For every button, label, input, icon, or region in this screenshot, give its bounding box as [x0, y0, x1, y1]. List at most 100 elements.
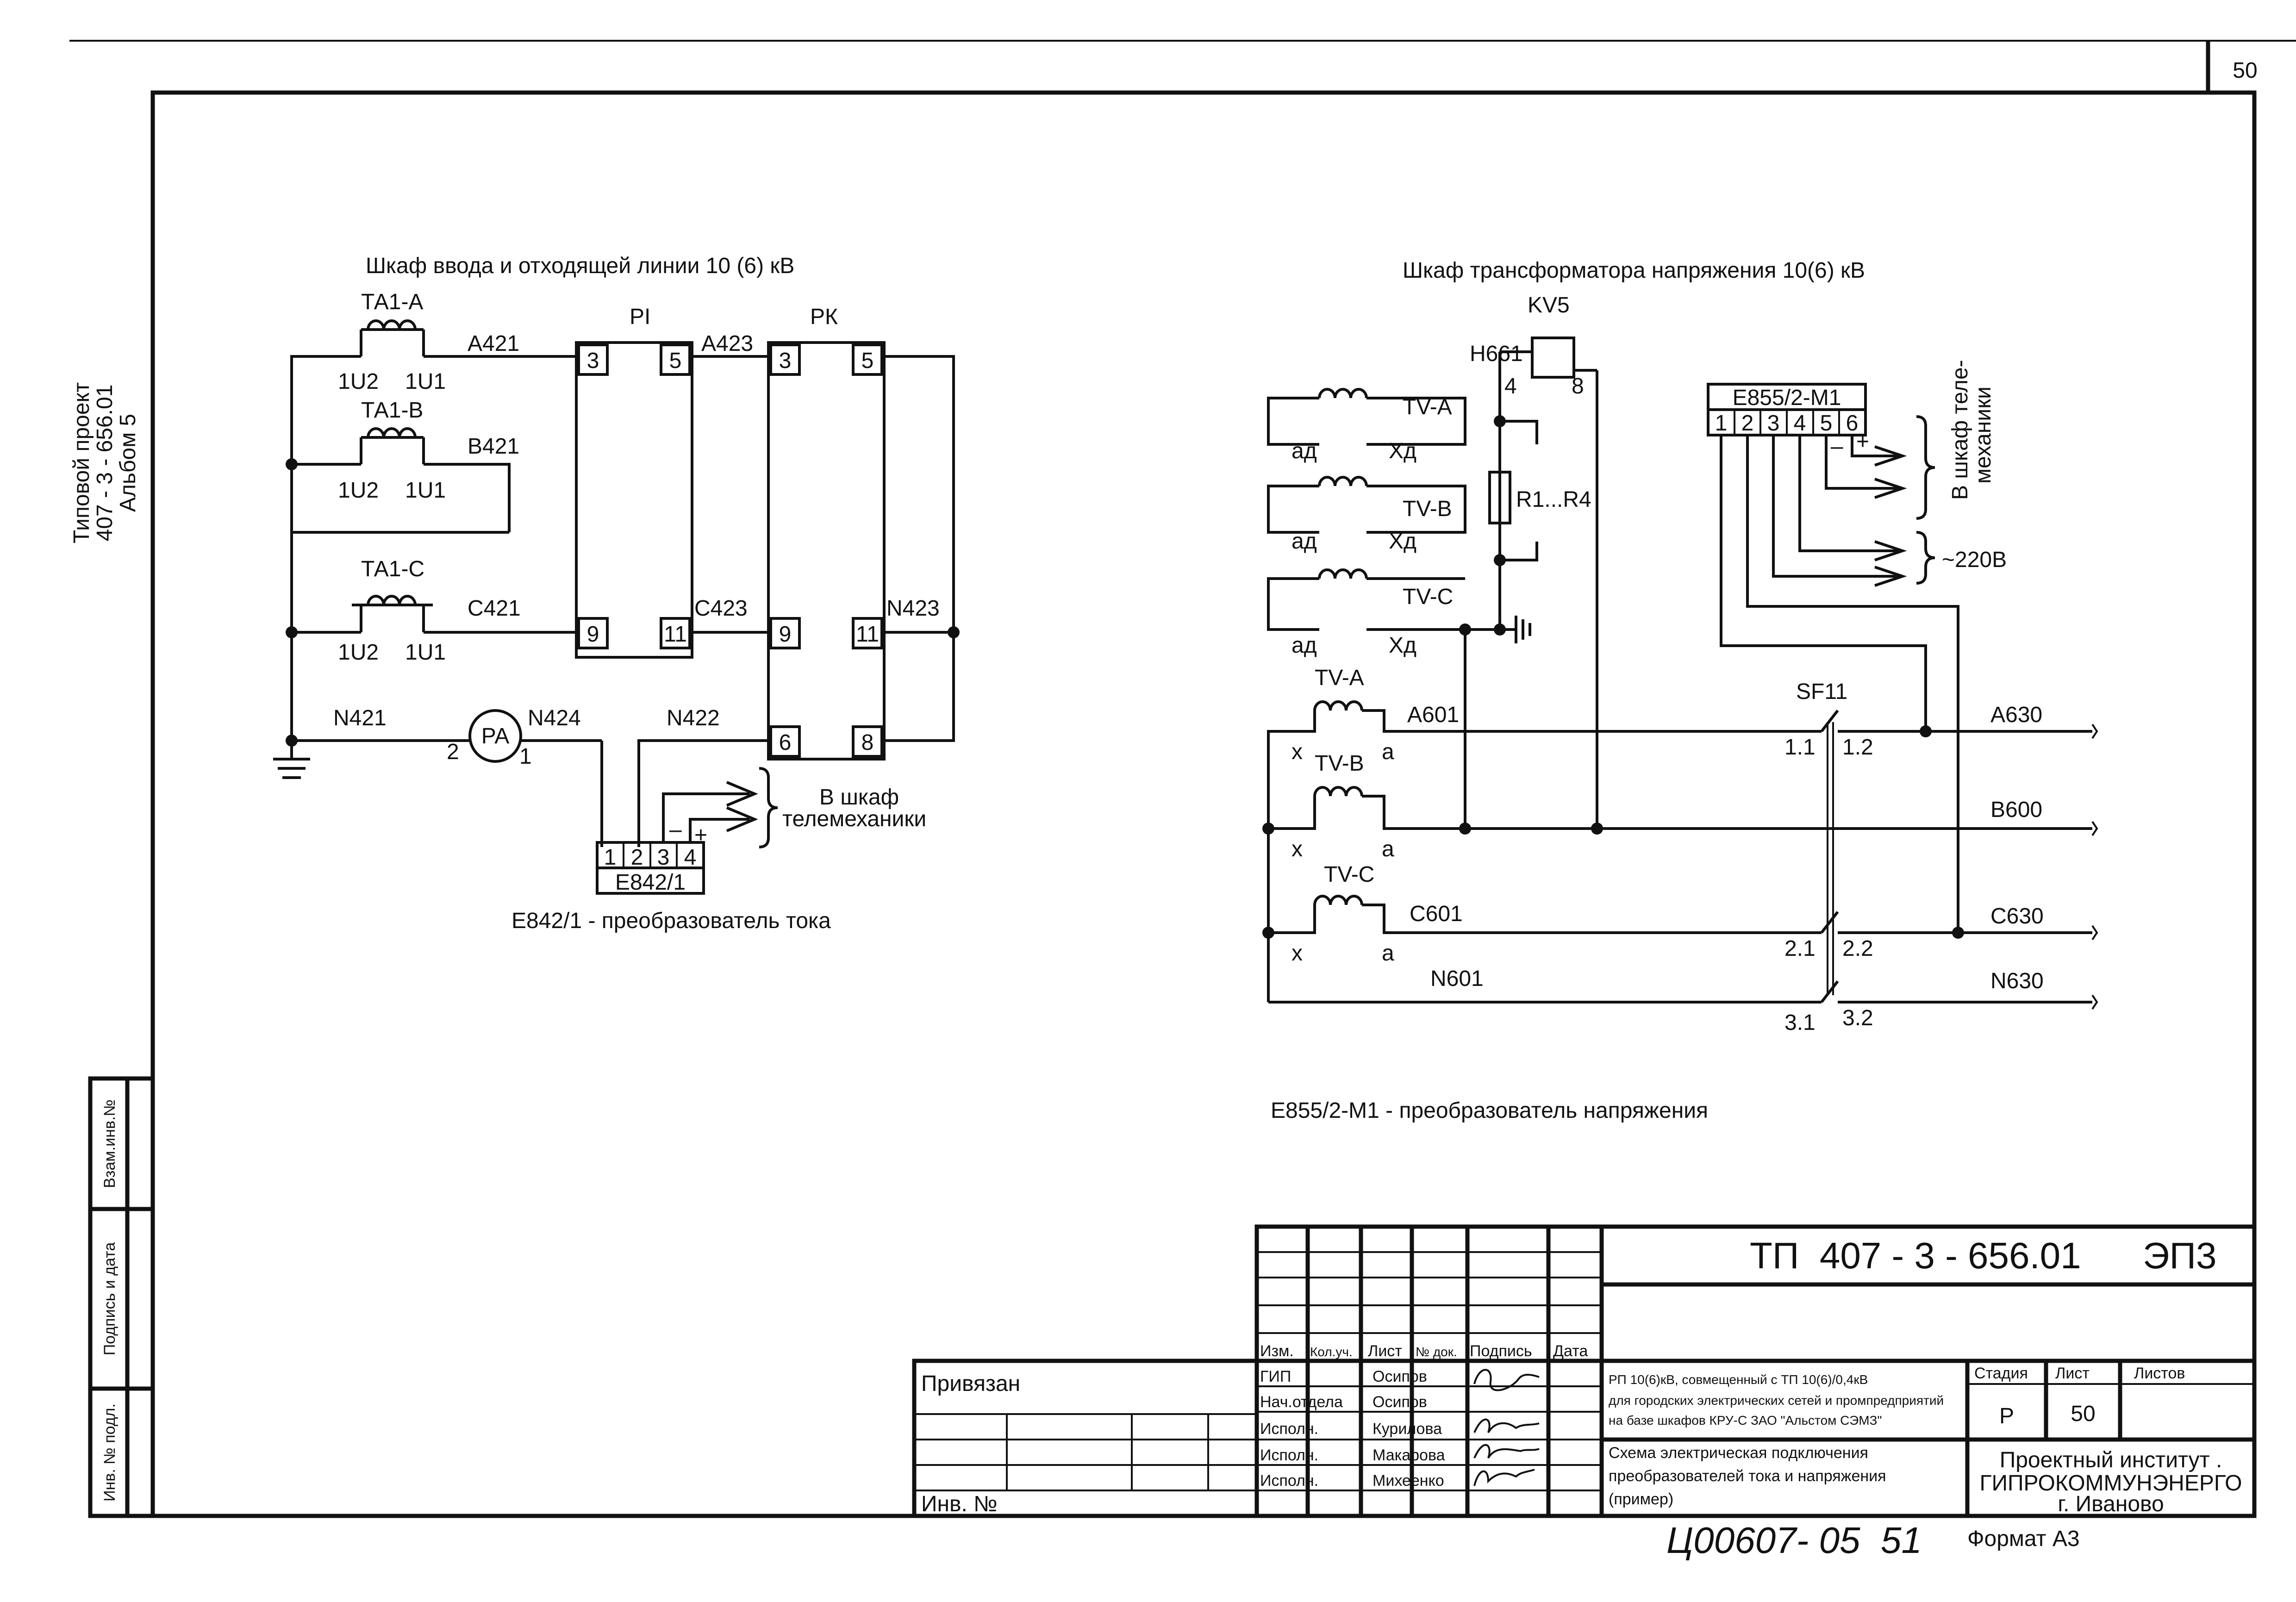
pk-terminal-8: 8 [861, 730, 874, 755]
org-line2: ГИПРОКОММУНЭНЕРГО [1980, 1471, 2242, 1496]
wire-a421: А421 [468, 331, 519, 356]
line-ends [2091, 723, 2098, 1010]
wire-a630: А630 [1990, 703, 2042, 727]
listov-header: Листов [2134, 1365, 2185, 1382]
e855-plus: + [1856, 430, 1869, 454]
kv5-label: KV5 [1528, 293, 1570, 318]
format-label: Формат А3 [1967, 1527, 2080, 1551]
resistor-r1-r4: R1...R4 [1488, 471, 1591, 566]
pi-terminal-3: 3 [587, 349, 599, 373]
tv-b-ad: ад [1292, 529, 1317, 554]
sf11-3-2: 3.2 [1842, 1006, 1873, 1030]
e855-terminal-3: 3 [1767, 411, 1780, 436]
wire-n424: N424 [528, 706, 581, 730]
side-stamp-album: Альбом 5 [116, 414, 140, 512]
handwritten-note: Ц00607- 05 51 [1666, 1520, 1922, 1561]
pk-terminal-11: 11 [856, 622, 879, 647]
left-scheme-title: Шкаф ввода и отходящей линии 10 (6) кВ [366, 254, 794, 278]
pk-terminal-9: 9 [779, 622, 792, 647]
desc2-line3: (пример) [1609, 1490, 1673, 1508]
ct-ta1-a: ТА1-А [360, 290, 425, 356]
tv-b-label: TV-B [1403, 497, 1452, 521]
name-2: Осипов [1373, 1393, 1427, 1411]
wire-n422: N422 [667, 706, 720, 730]
inv-label: Инв. № подл. [101, 1403, 119, 1502]
role-ispoln-2: Исполн. [1260, 1446, 1318, 1464]
resistor-label: R1...R4 [1516, 487, 1591, 512]
e855-terminal-5: 5 [1820, 411, 1833, 436]
ammeter-pa [468, 709, 522, 763]
relay-kv5: Н661 4 8 [1470, 337, 1598, 833]
podpis-label: Подпись и дата [101, 1242, 119, 1356]
tv-c-a: а [1382, 941, 1394, 966]
tv-b-a: а [1382, 837, 1394, 861]
role-nach: Нач.отдела [1260, 1393, 1343, 1411]
desc2-line1: Схема электрическая подключения [1609, 1444, 1868, 1462]
e855-terminal-4: 4 [1794, 411, 1806, 436]
col-list: Лист [1368, 1342, 1402, 1360]
sf11-label: SF11 [1796, 679, 1847, 704]
desc1-line1: РП 10(6)кВ, совмещенный с ТП 10(6)/0,4кВ [1609, 1372, 1868, 1387]
name-3: Курилова [1373, 1420, 1442, 1438]
sheet-frame: 50 [69, 40, 2296, 1518]
col-izm: Изм. [1260, 1342, 1294, 1360]
tv-c-label: TV-C [1403, 585, 1453, 609]
org-line1: Проектный институт . [2000, 1448, 2222, 1472]
wire-n421: N421 [333, 706, 387, 730]
e855-terminal-2: 2 [1741, 411, 1754, 436]
list-header: Лист [2055, 1365, 2090, 1382]
wire-c423: С423 [694, 596, 748, 621]
ta-c-u1: 1U1 [405, 640, 446, 665]
breaker-sf11: SF11 1.1 1.2 2.1 2.2 3.1 3.2 [1784, 679, 1873, 1035]
right-scheme-caption: Е855/2-М1 - преобразователь напряжения [1271, 1098, 1708, 1123]
name-4: Макарова [1373, 1446, 1445, 1464]
tv-b-primary: TV-B х а [1262, 751, 1815, 861]
tv-a-primary: TV-A х а А601 [1267, 666, 1815, 1002]
ct-ta1-b: ТА1-В [360, 398, 425, 464]
tv-c-xd: Хд [1389, 633, 1416, 658]
name-1: Осипов [1373, 1368, 1427, 1385]
stadiya-header: Стадия [1974, 1365, 2028, 1382]
pk-terminal-3: 3 [779, 349, 792, 373]
tv-a-ad: ад [1292, 439, 1317, 463]
ta-c-u2: 1U2 [338, 640, 379, 665]
vzam-label: Взам.инв.№ [101, 1099, 119, 1188]
e842-minus: – [669, 817, 682, 842]
left-telemech-2: телемеханики [782, 807, 926, 831]
sf11-2-2: 2.2 [1842, 936, 1873, 961]
pk-terminal-5: 5 [861, 349, 874, 373]
col-data: Дата [1553, 1342, 1588, 1360]
org-line3: г. Иваново [2058, 1492, 2164, 1516]
tv-a-secondary: TV-A ад Хд [1267, 389, 1538, 463]
role-ispoln-1: Исполн. [1260, 1420, 1318, 1438]
right-telemech-text: В шкаф теле- механики [1948, 360, 1996, 500]
right-telemech-1: В шкаф теле- [1948, 360, 1972, 500]
pi-terminal-11: 11 [664, 622, 687, 647]
wire-b600: В600 [1990, 798, 2042, 822]
ct-ta1-c: ТА1-С [352, 557, 433, 632]
ta-a-u1: 1U1 [405, 369, 446, 394]
drawing-code: ТП 407 - 3 - 656.01 ЭП3 [1750, 1235, 2217, 1276]
wire-a423: А423 [701, 331, 753, 356]
tv-c-secondary: TV-C ад Хд [1267, 570, 1506, 658]
device-pk: РК 3 5 9 11 6 8 [767, 305, 886, 760]
wire-c630: С630 [1990, 904, 2044, 929]
pi-label: PI [630, 305, 650, 329]
v220-label: ~220В [1942, 548, 2007, 572]
device-pi: PI 3 5 9 11 [575, 305, 693, 659]
ground-icon [273, 741, 310, 779]
tv-a-label: TV-A [1403, 395, 1452, 419]
ammeter-label: PA [481, 724, 509, 748]
side-stamp-project: Типовой проект [69, 382, 94, 543]
left-telemech-1: В шкаф [819, 785, 899, 810]
inv-no-label: Инв. № [921, 1492, 998, 1516]
wire-c421: С421 [468, 596, 521, 621]
e842-terminal-1: 1 [604, 845, 617, 870]
e842-terminal-2: 2 [631, 845, 643, 870]
tv-c-primary: TV-C х а С601 [1262, 862, 1815, 966]
side-stamp: Типовой проект 407 - 3 - 656.01 Альбом 5 [69, 382, 140, 543]
converter-e855: Е855/2-М1 1 2 3 4 5 6 [1707, 383, 1867, 436]
tv-a-primary-label: TV-A [1315, 666, 1364, 690]
left-scheme: Шкаф ввода и отходящей линии 10 (6) кВ Т… [273, 254, 960, 933]
ta1-b-label: ТА1-В [361, 398, 423, 423]
